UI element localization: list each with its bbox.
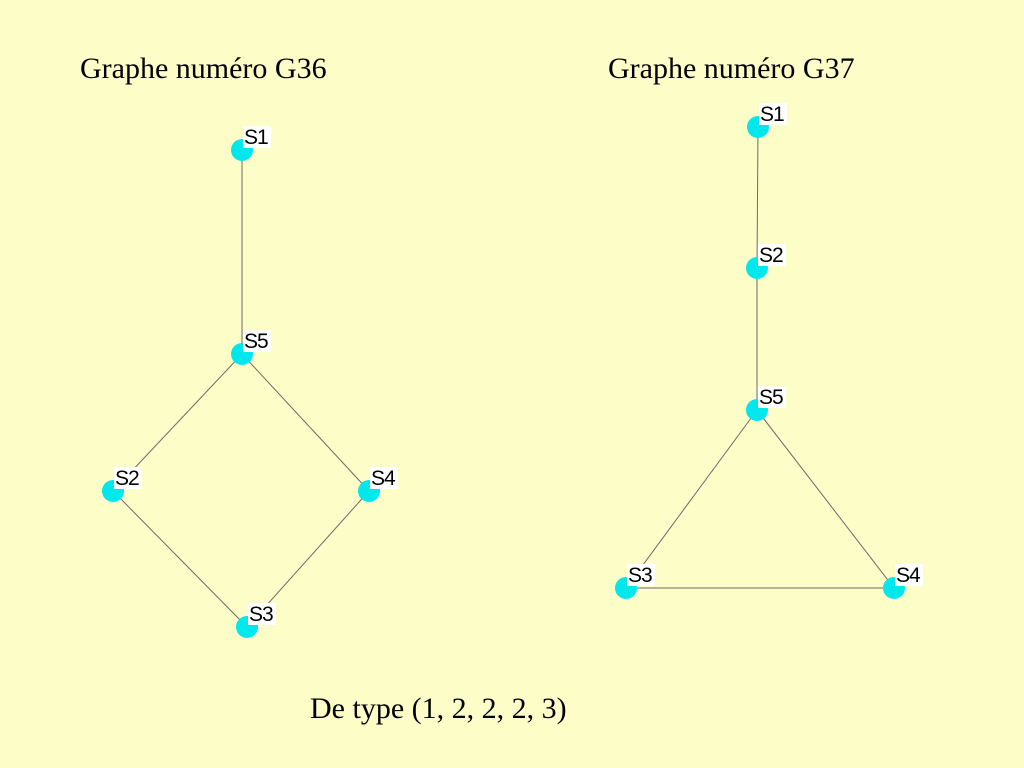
graph-g36-title: Graphe numéro G36 — [80, 52, 327, 85]
graph-type-caption: De type (1, 2, 2, 2, 3) — [310, 692, 567, 725]
g37-node-label-bg-s3 — [627, 564, 655, 586]
g36-node-label-s5: S5 — [244, 330, 268, 353]
g36-node-label-bg-s3 — [248, 603, 276, 625]
g37-edge-s5-s4 — [756, 409, 895, 589]
g36-node-label-bg-s1 — [243, 126, 271, 148]
g36-edge-s2-s3 — [112, 490, 248, 628]
g37-node-label-bg-s5 — [758, 386, 786, 408]
graph-g37-title: Graphe numéro G37 — [608, 52, 855, 85]
g36-node-label-s3: S3 — [249, 603, 273, 626]
g36-node-label-bg-s4 — [370, 467, 398, 489]
g37-node-label-bg-s4 — [895, 564, 923, 586]
g37-node-label-bg-s1 — [759, 103, 787, 125]
g37-node-label-s3: S3 — [628, 564, 652, 587]
g37-node-label-s2: S2 — [759, 244, 783, 267]
g36-node-label-bg-s2 — [114, 467, 142, 489]
g37-node-label-s1: S1 — [760, 103, 784, 126]
g36-node-label-s1: S1 — [244, 126, 268, 149]
g37-edge-s5-s3 — [625, 409, 758, 589]
g36-node-label-bg-s5 — [243, 330, 271, 352]
g37-node-label-bg-s2 — [758, 244, 786, 266]
g36-edge-s5-s4 — [241, 353, 370, 492]
g36-node-label-s4: S4 — [371, 467, 396, 490]
g36-node-label-s2: S2 — [115, 467, 139, 490]
g37-edge-s1-s2 — [756, 126, 759, 269]
g37-node-label-s5: S5 — [759, 386, 783, 409]
g37-node-label-s4: S4 — [896, 564, 921, 587]
